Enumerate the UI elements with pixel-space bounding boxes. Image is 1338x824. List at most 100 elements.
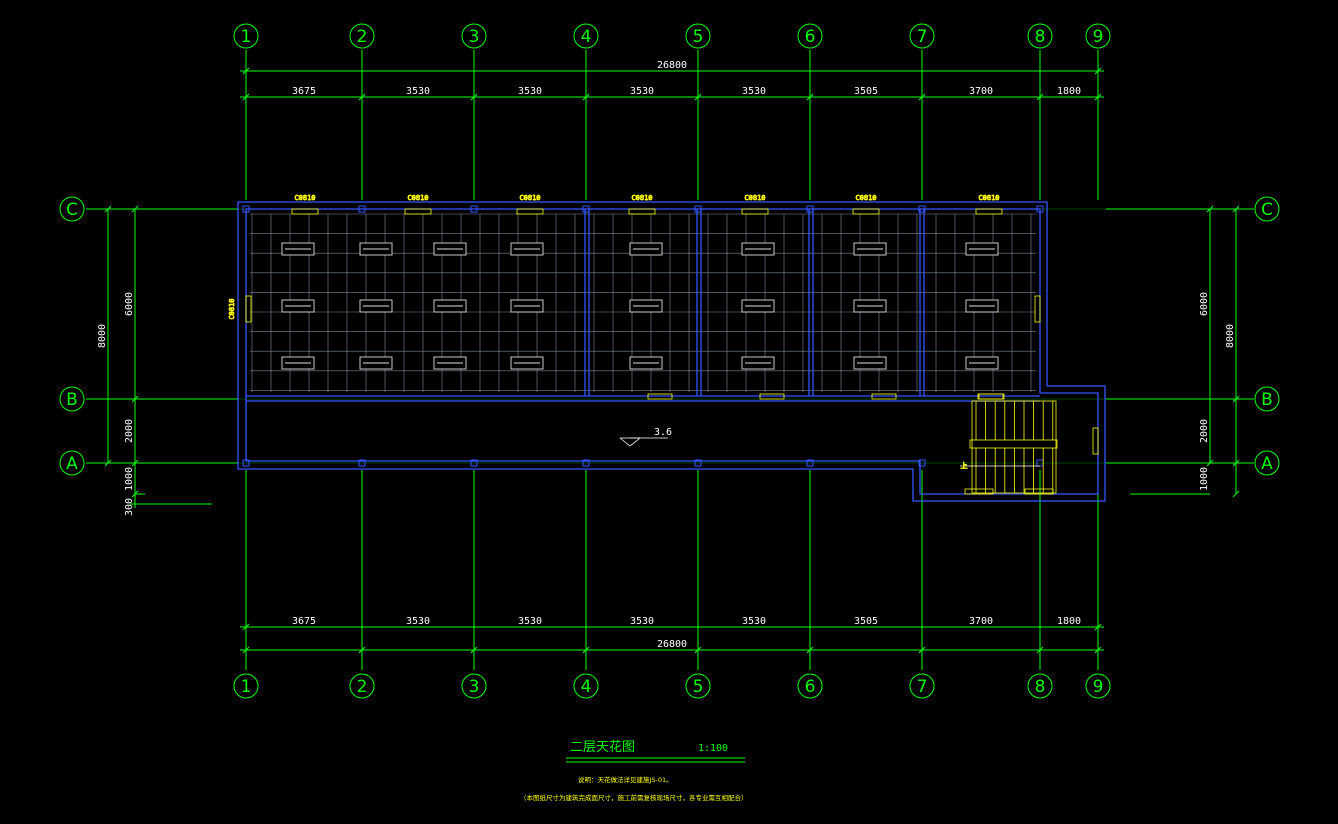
window-label: C0810	[631, 194, 652, 202]
dim-tick	[358, 646, 366, 654]
stair-door-bottom	[1024, 488, 1054, 495]
stair-door-bottom	[964, 488, 994, 495]
axis-label-col: 6	[805, 27, 816, 47]
axis-bubble-col	[685, 673, 711, 699]
window-side-right	[1034, 295, 1041, 323]
dim-tick	[131, 459, 139, 467]
axis-label-col: 3	[469, 677, 480, 697]
dim-tick	[470, 646, 478, 654]
axis-bubble-col	[349, 23, 375, 49]
axis-label-row: B	[66, 390, 78, 410]
axis-bubble-col	[1027, 673, 1053, 699]
axis-label-col: 5	[693, 677, 704, 697]
dim-tick	[1206, 205, 1214, 213]
axis-bubble-col	[909, 23, 935, 49]
axis-bubble-col	[573, 23, 599, 49]
dim-tick	[694, 646, 702, 654]
dimension-vseg: 1000	[124, 467, 135, 491]
axis-bubble-row	[1254, 386, 1280, 412]
axis-bubble-col	[1085, 673, 1111, 699]
axis-label-row: B	[1261, 390, 1273, 410]
dimension-text: 3530	[742, 86, 766, 97]
dim-tick	[1036, 93, 1044, 101]
axis-bubble-col	[1085, 23, 1111, 49]
axis-bubble-col	[685, 23, 711, 49]
axis-label-row: C	[66, 200, 78, 220]
dimension-text: 3530	[406, 616, 430, 627]
dimension-text: 3530	[630, 86, 654, 97]
light-fixtures	[281, 242, 999, 370]
dim-tick	[582, 646, 590, 654]
dimension-text: 3700	[969, 616, 993, 627]
level-mark: 3.6	[619, 427, 672, 447]
dim-tick	[1232, 490, 1240, 498]
dimension-lines	[104, 67, 1240, 654]
dim-tick	[242, 93, 250, 101]
dim-tick	[1094, 93, 1102, 101]
column	[358, 205, 366, 213]
dim-tick	[806, 646, 814, 654]
dimension-vtotal: 8000	[1225, 324, 1236, 348]
column	[470, 205, 478, 213]
column	[470, 459, 478, 467]
column	[242, 459, 250, 467]
column	[694, 459, 702, 467]
axis-label-col: 6	[805, 677, 816, 697]
axis-label-col: 8	[1035, 27, 1046, 47]
column	[806, 205, 814, 213]
axis-label-col: 5	[693, 27, 704, 47]
dim-tick	[1206, 459, 1214, 467]
dim-tick	[104, 205, 112, 213]
dimension-vseg: 6000	[1199, 292, 1210, 316]
dim-tick	[694, 93, 702, 101]
window-label: C0810	[978, 194, 999, 202]
drawing-note-1: 说明：天花做法详见建施JS-01。	[578, 775, 673, 784]
axis-label-col: 1	[241, 27, 252, 47]
column	[918, 459, 926, 467]
dim-tick	[918, 93, 926, 101]
window-c0810	[852, 208, 880, 215]
dimension-text: 1800	[1057, 86, 1081, 97]
column	[1036, 205, 1044, 213]
stairs: 上	[960, 393, 1058, 495]
dimension-vtotal: 8000	[97, 324, 108, 348]
dim-tick	[918, 646, 926, 654]
axis-bubble-col	[797, 23, 823, 49]
axis-label-col: 1	[241, 677, 252, 697]
axis-label-col: 7	[917, 27, 928, 47]
dimension-vseg: 2000	[124, 419, 135, 443]
window-label-side: C0810	[228, 298, 236, 319]
window-side-left	[245, 295, 252, 323]
dim-tick	[1094, 646, 1102, 654]
dimension-text: 3530	[630, 616, 654, 627]
axis-label-row: A	[66, 454, 78, 474]
window-label: C0810	[855, 194, 876, 202]
axis-label-col: 8	[1035, 677, 1046, 697]
window-label: C0810	[407, 194, 428, 202]
window-label: C0810	[519, 194, 540, 202]
structural-columns	[242, 205, 1044, 467]
axis-label-col: 7	[917, 677, 928, 697]
dimension-total: 26800	[657, 639, 687, 650]
axis-label-col: 2	[357, 27, 368, 47]
window-c0810	[741, 208, 769, 215]
axis-bubble-col	[573, 673, 599, 699]
axis-bubble-row	[59, 386, 85, 412]
axis-bubble-col	[1027, 23, 1053, 49]
dim-tick	[1094, 623, 1102, 631]
column	[694, 205, 702, 213]
axis-bubble-col	[349, 673, 375, 699]
window-c0810	[628, 208, 656, 215]
level-mark-text: 3.6	[654, 427, 672, 438]
stair-door	[977, 393, 1005, 400]
axis-bubble-col	[461, 23, 487, 49]
dimension-text: 3530	[742, 616, 766, 627]
dimension-text: 3700	[969, 86, 993, 97]
dimension-text: 3530	[406, 86, 430, 97]
outer-wall	[237, 201, 1106, 502]
drawing-scale: 1:100	[698, 743, 728, 754]
dim-tick	[131, 205, 139, 213]
